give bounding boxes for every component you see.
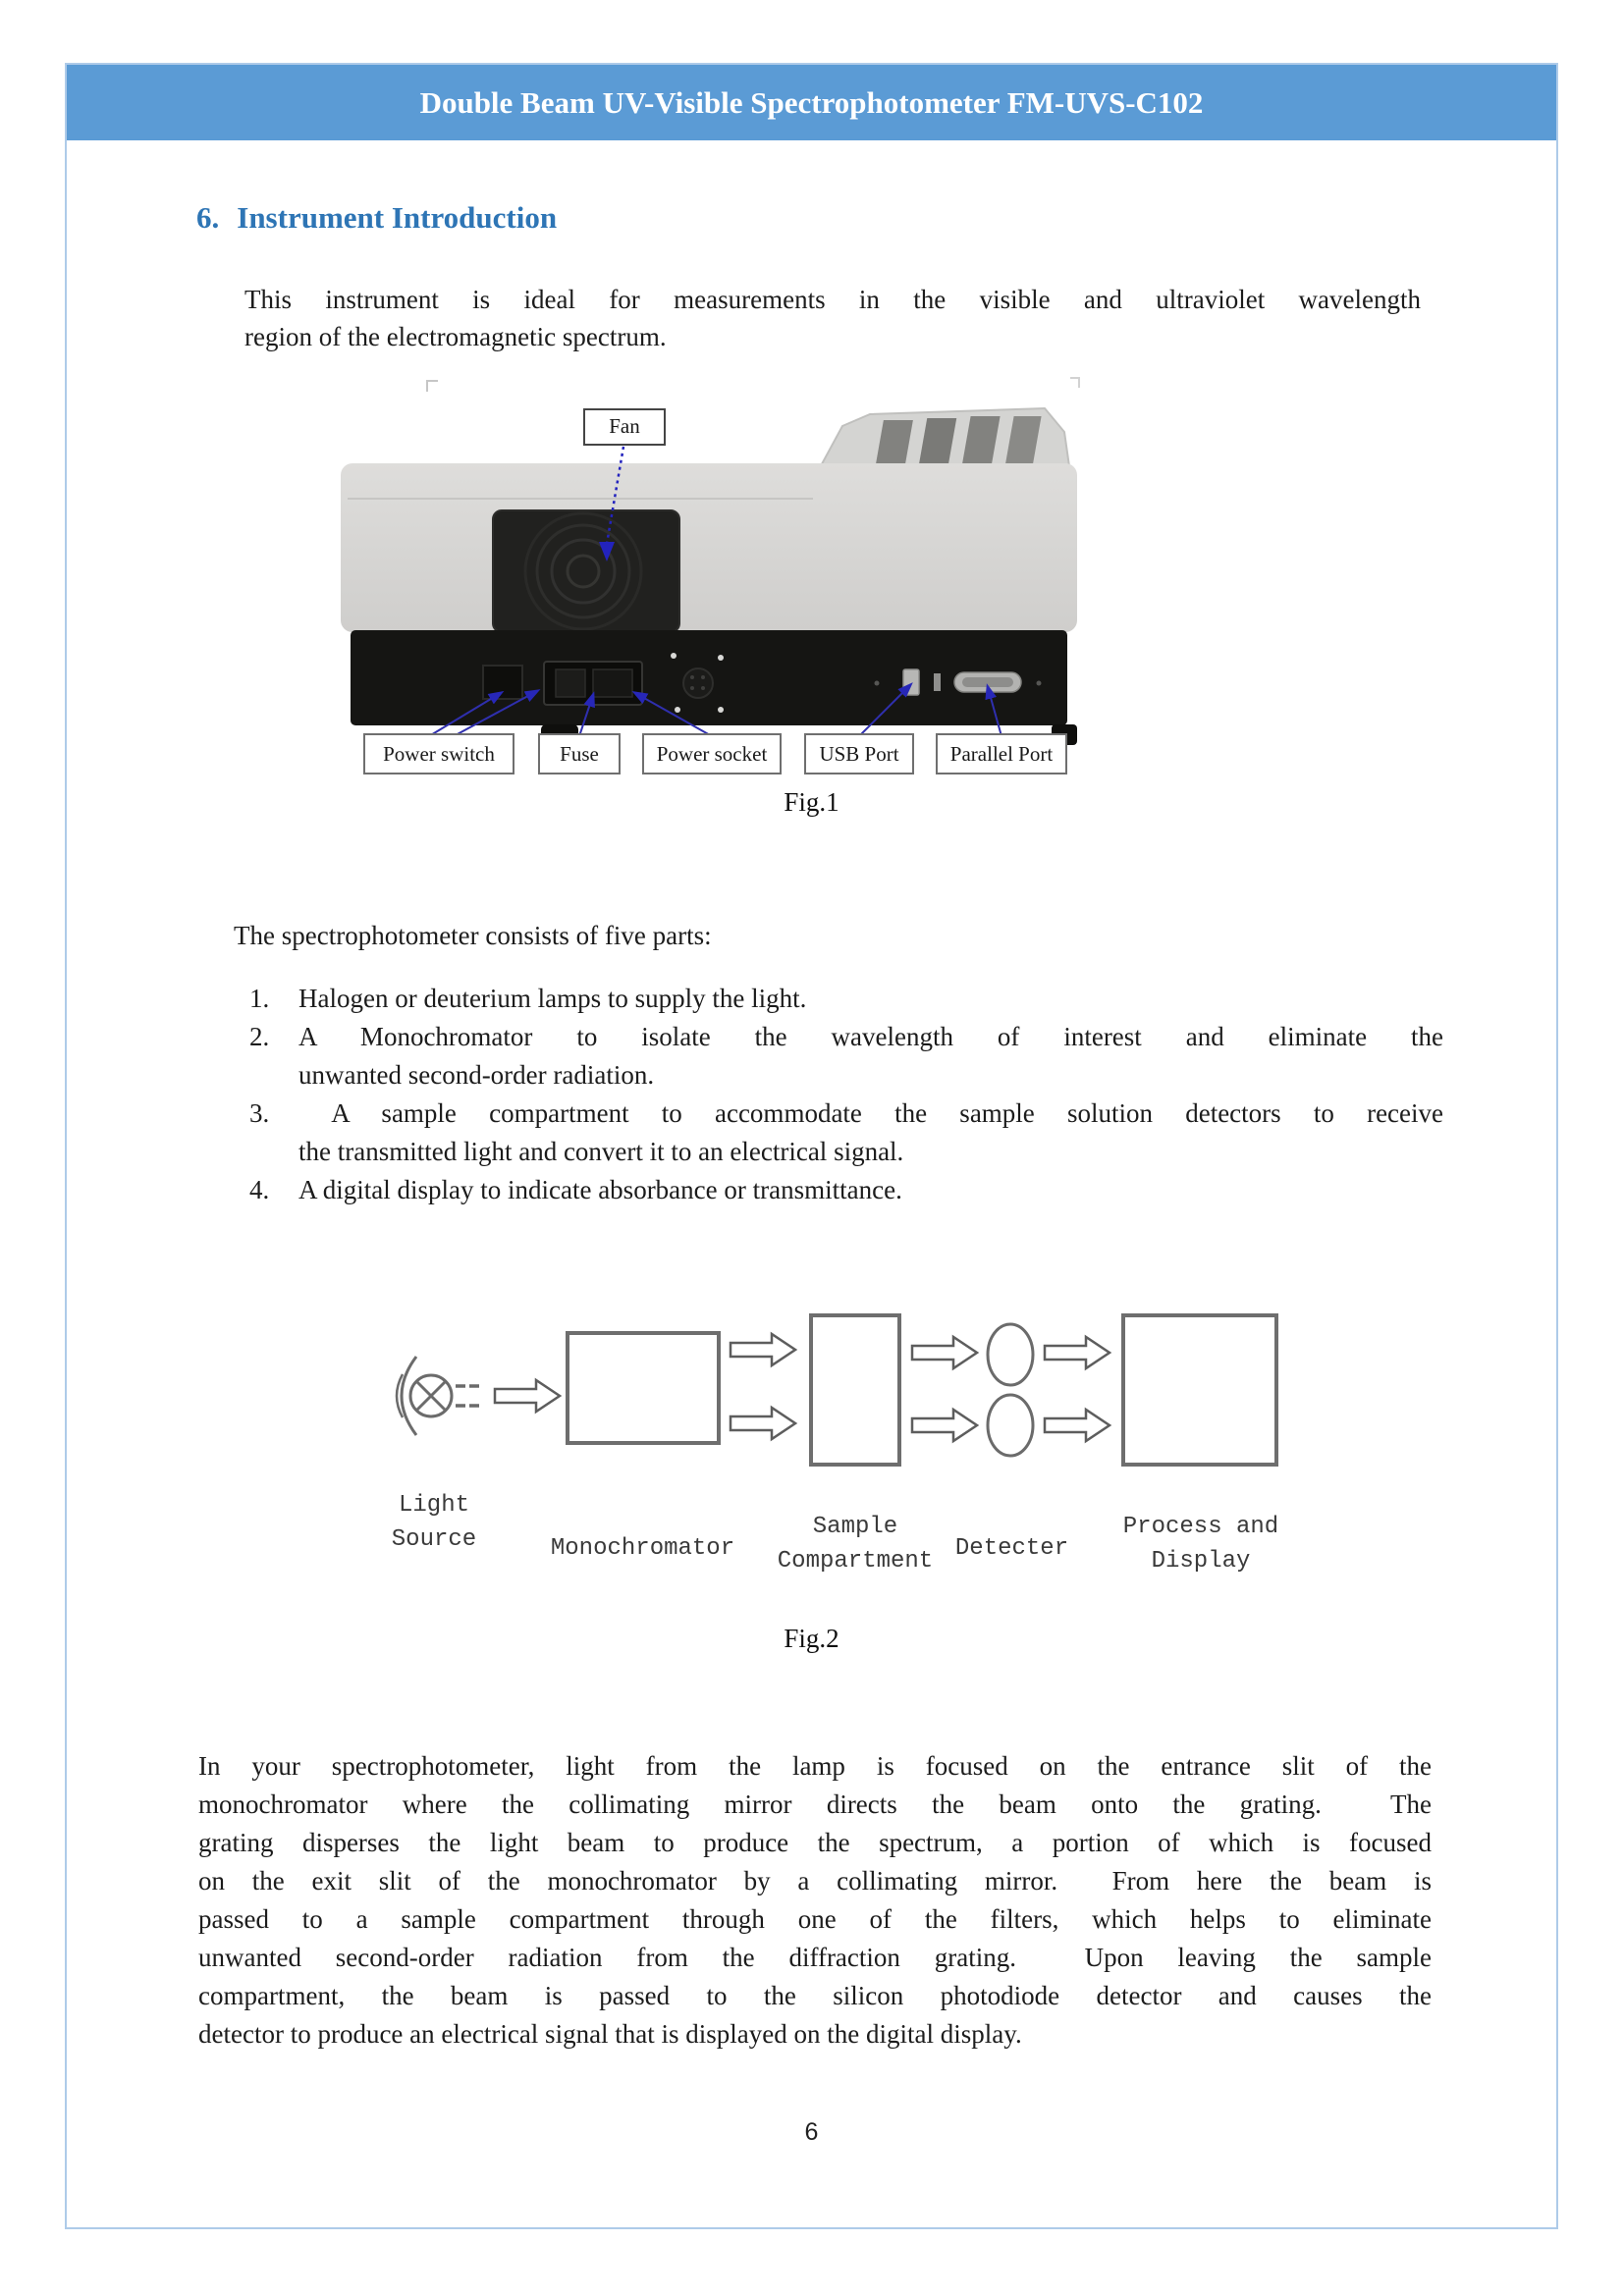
figure-2-caption: Fig.2	[784, 1624, 839, 1653]
list-item: 2. A Monochromator to isolate the wavele…	[249, 1018, 1443, 1095]
fan-callout-label: Fan	[583, 408, 666, 446]
power-socket-callout-label: Power socket	[642, 733, 782, 774]
list-text: Halogen or deuterium lamps to supply the…	[298, 984, 807, 1013]
rear-panel	[351, 630, 1067, 725]
intro-line: region of the electromagnetic spectrum.	[244, 322, 667, 351]
body-line: unwanted second-order radiation from the…	[198, 1943, 1432, 1972]
section-title: Instrument Introduction	[237, 200, 558, 235]
document-title: Double Beam UV-Visible Spectrophotometer…	[419, 85, 1204, 120]
body-line: passed to a sample compartment through o…	[198, 1904, 1432, 1934]
body-line: grating disperses the light beam to prod…	[198, 1828, 1432, 1857]
instrument-lid	[815, 406, 1072, 474]
parts-intro: The spectrophotometer consists of five p…	[234, 921, 712, 950]
body-line: compartment, the beam is passed to the s…	[198, 1981, 1432, 2010]
section-heading: 6. Instrument Introduction	[196, 200, 557, 236]
parallel-port-callout-label: Parallel Port	[936, 733, 1067, 774]
fuse-callout-label: Fuse	[538, 733, 621, 774]
process-display-label: Process and Display	[1122, 1514, 1279, 1575]
list-text: A Monochromator to isolate the wavelengt…	[298, 1022, 1443, 1051]
list-item: 1. Halogen or deuterium lamps to supply …	[249, 980, 1443, 1018]
body-paragraph: In your spectrophotometer, light from th…	[198, 1747, 1432, 2054]
process-display-box	[1121, 1313, 1278, 1467]
section-number: 6.	[196, 200, 220, 235]
light-source-label: Light Source	[391, 1492, 477, 1553]
usb-port-part	[902, 668, 920, 696]
list-text: the transmitted light and convert it to …	[298, 1137, 904, 1166]
list-text: A sample compartment to accommodate the …	[298, 1098, 1444, 1128]
body-line: monochromator where the collimating mirr…	[198, 1789, 1432, 1819]
list-text: A digital display to indicate absorbance…	[298, 1175, 902, 1204]
intro-line: This instrument is ideal for measurement…	[244, 285, 1421, 314]
list-number: 1.	[249, 984, 270, 1013]
parts-list: 1. Halogen or deuterium lamps to supply …	[249, 980, 1443, 1209]
spectrophotometer-rear-photo	[341, 377, 1080, 749]
monochromator-label: Monochromator	[550, 1535, 735, 1562]
crop-mark-left	[426, 380, 438, 392]
sample-compartment-label: Sample Compartment	[777, 1514, 934, 1575]
list-item: 4. A digital display to indicate absorba…	[249, 1171, 1443, 1209]
callout-lines	[428, 446, 1002, 737]
body-line: detector to produce an electrical signal…	[198, 2019, 1022, 2049]
block-diagram	[395, 1313, 1278, 1467]
list-text: unwanted second-order radiation.	[298, 1060, 655, 1090]
figure-2: Light Source Monochromator Sample Compar…	[385, 1296, 1280, 1600]
flow-arrows	[493, 1331, 1112, 1444]
power-switch-part	[482, 665, 523, 700]
body-line: In your spectrophotometer, light from th…	[198, 1751, 1432, 1781]
figure-1: Fan Power switch Fuse Power socket USB P…	[336, 375, 1097, 831]
usb-port-callout-label: USB Port	[804, 733, 914, 774]
page-number: 6	[804, 2118, 819, 2146]
fan-grille	[492, 509, 680, 633]
list-number: 4.	[249, 1175, 270, 1204]
list-number: 3.	[249, 1098, 270, 1128]
sample-compartment-box	[809, 1313, 901, 1467]
page-frame: Double Beam UV-Visible Spectrophotometer…	[65, 63, 1558, 2229]
intro-paragraph: This instrument is ideal for measurement…	[244, 281, 1421, 355]
vent-part	[682, 667, 714, 699]
crop-mark-right	[1070, 377, 1080, 388]
list-item: 3. A sample compartment to accommodate t…	[249, 1095, 1443, 1171]
detector-cell	[986, 1393, 1035, 1458]
monochromator-box	[566, 1331, 721, 1445]
power-switch-callout-label: Power switch	[363, 733, 514, 774]
figure-1-caption: Fig.1	[784, 787, 839, 817]
detector-cell	[986, 1322, 1035, 1387]
instrument-body	[341, 463, 1077, 632]
body-line: on the exit slit of the monochromator by…	[198, 1866, 1432, 1896]
detecter-label: Detecter	[954, 1535, 1069, 1562]
light-source-icon	[395, 1356, 479, 1436]
list-number: 2.	[249, 1022, 270, 1051]
header-bar: Double Beam UV-Visible Spectrophotometer…	[67, 65, 1556, 140]
